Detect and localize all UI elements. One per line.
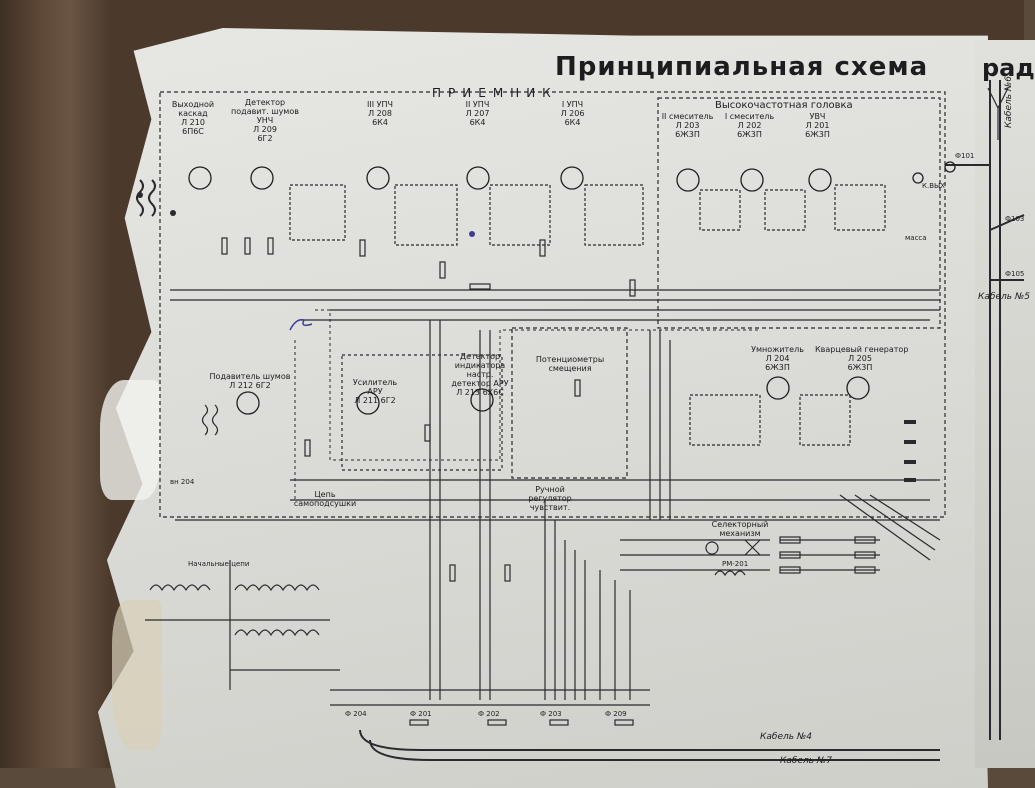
initial-circuits-label: Начальные цепи [188, 560, 250, 568]
connector-f203: Ф 203 [540, 710, 562, 718]
schematic-sheet [98, 28, 988, 788]
agc-frame [341, 354, 503, 471]
relay-label: РМ-201 [722, 560, 749, 568]
circuit-drawing [136, 80, 1025, 761]
rf-head-label: Высокочастотная головка [715, 100, 853, 111]
connector-f204: Ф 204 [345, 710, 367, 718]
connector-f105: Ф105 [1005, 270, 1025, 278]
pots-frame [511, 327, 628, 479]
connector-f209: Ф 209 [605, 710, 627, 718]
connector-f202: Ф 202 [478, 710, 500, 718]
self-dry-circuit-label: Цепь самоподсушки [293, 490, 357, 508]
stained-paper-edge [112, 600, 162, 750]
adjacent-sheet [975, 40, 1035, 768]
connector-f103: Ф103 [1005, 215, 1025, 223]
manual-gain-label: Ручной регулятор чувствит. [528, 485, 572, 512]
receiver-section-label: ПРИЕМНИК [432, 86, 558, 100]
receiver-frame [159, 91, 946, 518]
selector-label: Селекторный механизм [711, 520, 769, 538]
torn-paper-edge [100, 380, 160, 500]
cable-4-label: Кабель №4 [760, 732, 812, 742]
antenna-output-label: К.ВЫХ [922, 182, 945, 190]
cable-5-label: Кабель №5 [978, 292, 1030, 302]
ground-label: масса [905, 234, 927, 242]
rf-head-frame [657, 97, 941, 329]
cable-7-label: Кабель №7 [780, 756, 832, 766]
connector-f101: Ф101 [955, 152, 975, 160]
handwritten-note: вн 204 [170, 478, 195, 486]
pots-label: Потенциометры смещения [535, 355, 605, 373]
schematic-title-continuation: рад [982, 54, 1035, 82]
connector-f201: Ф 201 [410, 710, 432, 718]
schematic-title: Принципиальная схема [555, 52, 929, 82]
cable-6-label: Кабель №6 [1004, 76, 1014, 128]
